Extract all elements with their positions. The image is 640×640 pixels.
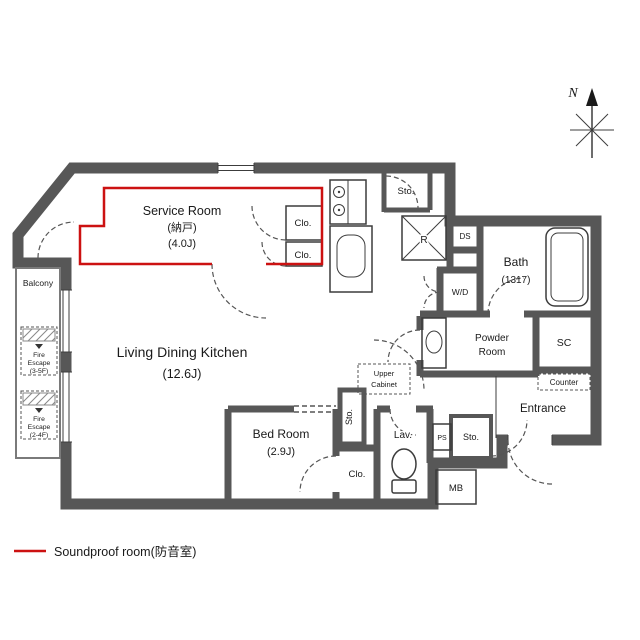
door-arc-storage-kitchen <box>385 175 419 209</box>
fire-escape-lower: Fire Escape (2-4F) <box>20 390 58 440</box>
balcony-window-upper <box>60 290 72 352</box>
label-powder-room-line1: Powder <box>475 333 510 344</box>
door-arcs <box>37 175 553 493</box>
fire-escape-upper-line3: (3-5F) <box>30 368 49 375</box>
label-service-room-size: (4.0J) <box>168 238 196 250</box>
fire-escape-upper: Fire Escape (3-5F) <box>20 326 58 376</box>
compass-arrowhead <box>586 88 598 106</box>
label-powder-room-line2: Room <box>479 347 506 358</box>
fire-escape-upper-line1: Fire <box>33 352 45 359</box>
door-arc-corner <box>37 221 75 259</box>
label-entrance: Entrance <box>520 403 566 415</box>
label-lavatory: Lav. <box>394 430 412 441</box>
balcony-window-lower <box>60 372 72 442</box>
fire-escape-box <box>20 390 58 440</box>
door-arc-closet-lower <box>261 241 287 267</box>
door-arc-washer-dryer <box>423 275 441 309</box>
label-washer-dryer: W/D <box>452 287 469 297</box>
label-bed-room: Bed Room <box>253 427 310 441</box>
label-duct-space: DS <box>459 232 470 241</box>
label-service-room-jp: (納戸) <box>167 221 196 234</box>
hatch-arrow-icon <box>35 408 43 413</box>
washbasin-icon <box>421 317 447 369</box>
windows <box>60 162 255 443</box>
label-shoe-closet: SC <box>557 337 572 349</box>
compass-icon: N <box>567 86 614 158</box>
sliding-door-bedroom <box>294 405 336 413</box>
compass-rose-line <box>575 113 609 147</box>
door-arc-powder-room <box>387 329 421 363</box>
label-mail-box: MB <box>449 483 463 494</box>
mail-box <box>435 469 477 505</box>
fixtures <box>285 179 591 505</box>
label-service-room: Service Room <box>143 204 222 218</box>
label-bath: Bath <box>504 255 529 269</box>
wall-storage-kitchen <box>381 170 433 213</box>
compass-north-label: N <box>567 86 578 101</box>
label-closet-bedroom: Clo. <box>349 469 366 480</box>
toilet-icon <box>391 448 417 494</box>
refrigerator-cross-icon <box>401 215 447 261</box>
label-pipe-space: PS <box>437 435 447 442</box>
pipe-space-box <box>432 423 452 451</box>
kitchen-sink-icon <box>329 225 373 293</box>
label-upper-cabinet-line1: Upper <box>374 369 395 378</box>
fire-escape-lower-line3: (2-4F) <box>30 432 49 439</box>
bathtub-icon <box>545 227 589 307</box>
door-arc-bedroom-closet <box>299 455 337 493</box>
label-closet-service-upper: Clo. <box>295 218 312 229</box>
label-bath-size: (1317) <box>502 275 531 286</box>
door-arc-closet-upper <box>251 205 287 241</box>
label-refrigerator: R <box>420 235 427 246</box>
hatch-arrow-icon <box>35 344 43 349</box>
fire-escape-lower-line1: Fire <box>33 416 45 423</box>
soundproof-room-outline <box>78 186 324 266</box>
interior-walls <box>224 170 596 500</box>
door-arc-hall <box>373 339 425 391</box>
room-labels: Service Room (納戸) (4.0J) Clo. Clo. Sto. … <box>23 186 579 494</box>
fire-escape-box <box>20 326 58 376</box>
door-arc-lavatory <box>389 408 417 436</box>
legend-soundproof-label: Soundproof room(防音室) <box>54 544 196 559</box>
fire-escape-hatch-icon <box>22 392 56 406</box>
label-bed-room-size: (2.9J) <box>267 446 295 458</box>
label-counter: Counter <box>550 378 579 387</box>
legend: Soundproof room(防音室) <box>14 544 196 559</box>
label-storage-hall: Sto. <box>344 409 354 425</box>
label-storage-kitchen: Sto. <box>398 186 415 197</box>
entrance-door-opening <box>508 433 552 447</box>
balcony-outline <box>15 267 61 459</box>
fire-escape-lower-line2: Escape <box>28 424 51 431</box>
label-upper-cabinet-line2: Cabinet <box>371 380 398 389</box>
label-ldk: Living Dining Kitchen <box>117 344 248 360</box>
label-balcony: Balcony <box>23 278 54 288</box>
balcony-area: Fire Escape (3-5F) Fire Escape (2-4F) <box>15 267 61 459</box>
fire-escape-hatch-icon <box>22 328 56 342</box>
fire-escape-upper-line2: Escape <box>28 360 51 367</box>
door-arc-bath <box>487 277 525 315</box>
upper-cabinet-outline <box>357 363 411 395</box>
door-arc-storage-entrance <box>490 419 528 457</box>
label-storage-entrance: Sto. <box>463 432 479 442</box>
label-closet-service-lower: Clo. <box>295 250 312 261</box>
door-arc-entrance <box>507 439 553 485</box>
counter-outline <box>537 373 591 391</box>
stove-icon <box>329 179 367 225</box>
wall-storage-hall <box>337 387 367 447</box>
label-ldk-size: (12.6J) <box>163 367 202 381</box>
wall-storage-entrance <box>449 414 493 460</box>
door-arc-service-room <box>211 263 267 319</box>
top-wall-window <box>218 162 254 174</box>
